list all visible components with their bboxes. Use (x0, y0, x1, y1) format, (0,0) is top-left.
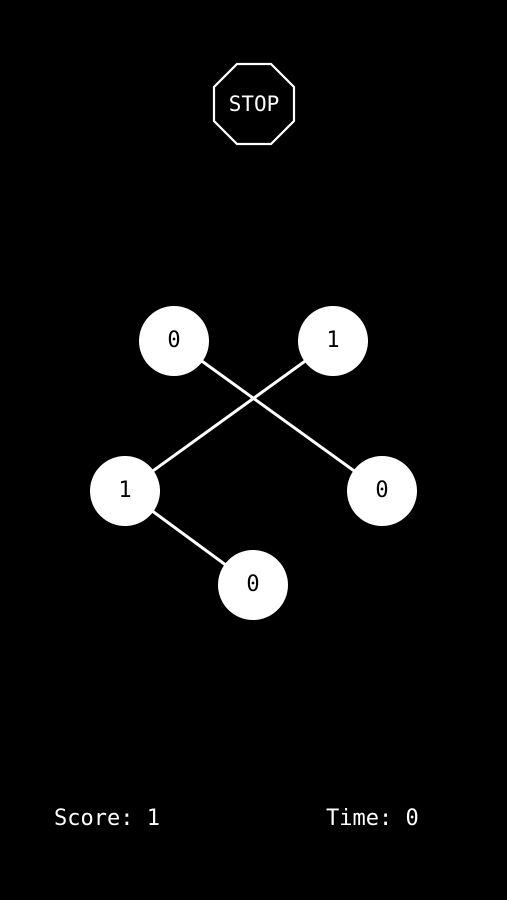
time-display: Time: 0 (326, 806, 419, 831)
node-n1[interactable]: 0 (139, 306, 209, 376)
stop-octagon-icon (212, 62, 296, 146)
edge-n1-n4 (173, 339, 383, 493)
node-n5[interactable]: 0 (218, 550, 288, 620)
node-n2[interactable]: 1 (298, 306, 368, 376)
edge-n2-n3 (124, 339, 334, 493)
stop-button-label: STOP (228, 92, 280, 116)
score-display: Score: 1 (54, 806, 160, 831)
node-n4[interactable]: 0 (347, 456, 417, 526)
node-n3[interactable]: 1 (90, 456, 160, 526)
stop-button[interactable]: STOP (212, 62, 296, 146)
